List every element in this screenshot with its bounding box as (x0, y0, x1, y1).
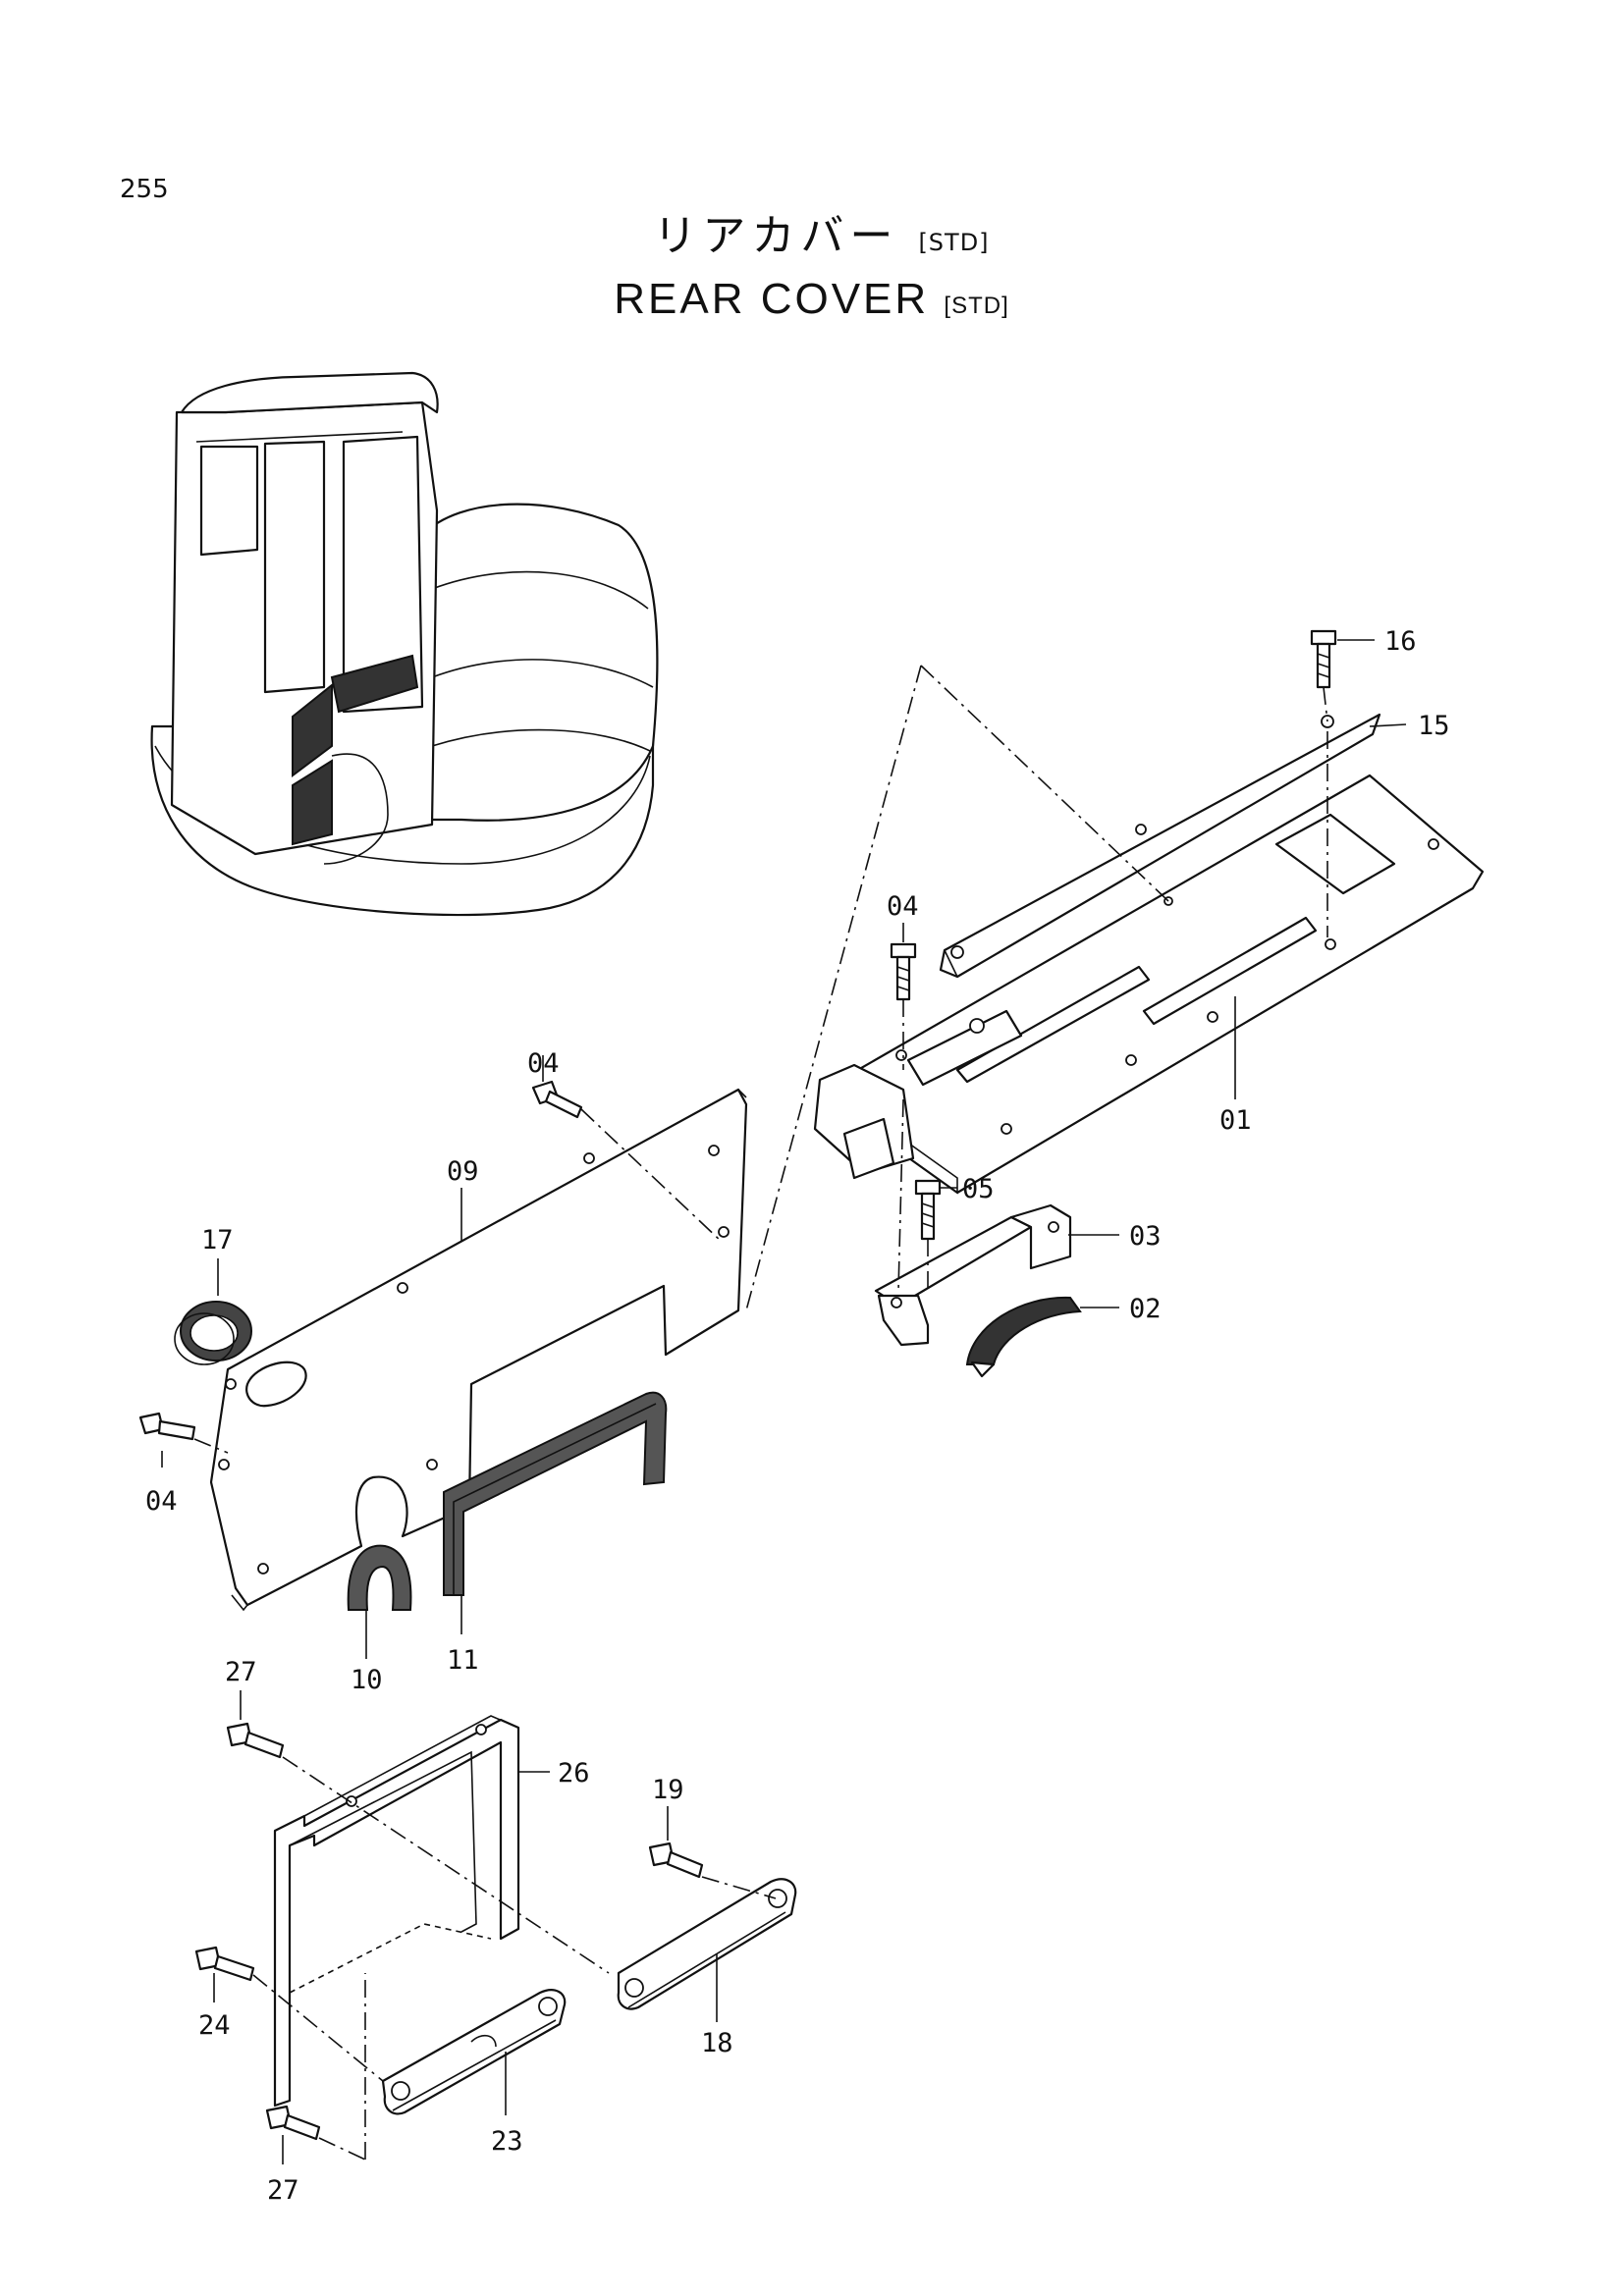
bracket-03 (874, 1203, 1072, 1347)
title-japanese: リアカバー [STD] (653, 211, 990, 261)
connection-lines (193, 665, 1328, 2161)
bolt-19 (648, 1842, 704, 1879)
callout-01: 01 (1219, 1105, 1252, 1136)
callout-05: 05 (962, 1174, 995, 1204)
bolt-16 (1310, 629, 1337, 689)
cover-plate-09 (209, 1088, 748, 1612)
title-english: REAR COVER [STD] (614, 275, 1009, 323)
frame-26 (273, 1715, 520, 2108)
page-title: リアカバー [STD] REAR COVER [STD] (0, 208, 1623, 335)
callout-04-top: 04 (887, 891, 919, 922)
bolt-24 (194, 1946, 255, 1982)
bolt-27-top (226, 1722, 285, 1759)
bolt-04-left (138, 1412, 196, 1441)
callout-11: 11 (447, 1645, 479, 1676)
title-suffix-jp: [STD] (918, 229, 990, 256)
bolt-04-mid (531, 1080, 583, 1119)
upper-cover-assembly (813, 713, 1485, 1195)
callout-27-bottom: 27 (267, 2175, 299, 2206)
hinge-23 (381, 1989, 567, 2115)
title-suffix-en: [STD] (944, 293, 1009, 319)
rubber-10 (347, 1544, 412, 1611)
page-number: 255 (120, 175, 169, 204)
leader-lines (161, 639, 1407, 2164)
rubber-11 (443, 1391, 668, 1596)
bolt-27-bottom (265, 2105, 321, 2141)
callout-labels: 16 15 04 01 05 03 02 04 09 17 04 10 11 2… (145, 626, 1450, 2206)
callout-23: 23 (491, 2126, 523, 2157)
callout-15: 15 (1418, 711, 1450, 741)
callout-10: 10 (351, 1665, 383, 1695)
rubber-02 (965, 1296, 1082, 1378)
callout-26: 26 (558, 1758, 590, 1789)
callout-09: 09 (447, 1156, 479, 1187)
callout-03: 03 (1129, 1221, 1162, 1252)
callout-27-top: 27 (225, 1657, 257, 1687)
callout-19: 19 (652, 1775, 684, 1805)
callout-17: 17 (201, 1225, 234, 1255)
callout-24: 24 (198, 2010, 231, 2041)
callout-04-left: 04 (145, 1486, 178, 1517)
callout-04-mid: 04 (527, 1048, 560, 1079)
bolt-05 (914, 1179, 942, 1241)
callout-16: 16 (1384, 626, 1417, 657)
excavator-overview (150, 371, 659, 917)
callout-18: 18 (701, 2028, 733, 2058)
callout-02: 02 (1129, 1294, 1162, 1324)
bolt-04-top (890, 942, 917, 1001)
hinge-18 (617, 1878, 797, 2010)
grommet-17 (174, 1301, 252, 1365)
